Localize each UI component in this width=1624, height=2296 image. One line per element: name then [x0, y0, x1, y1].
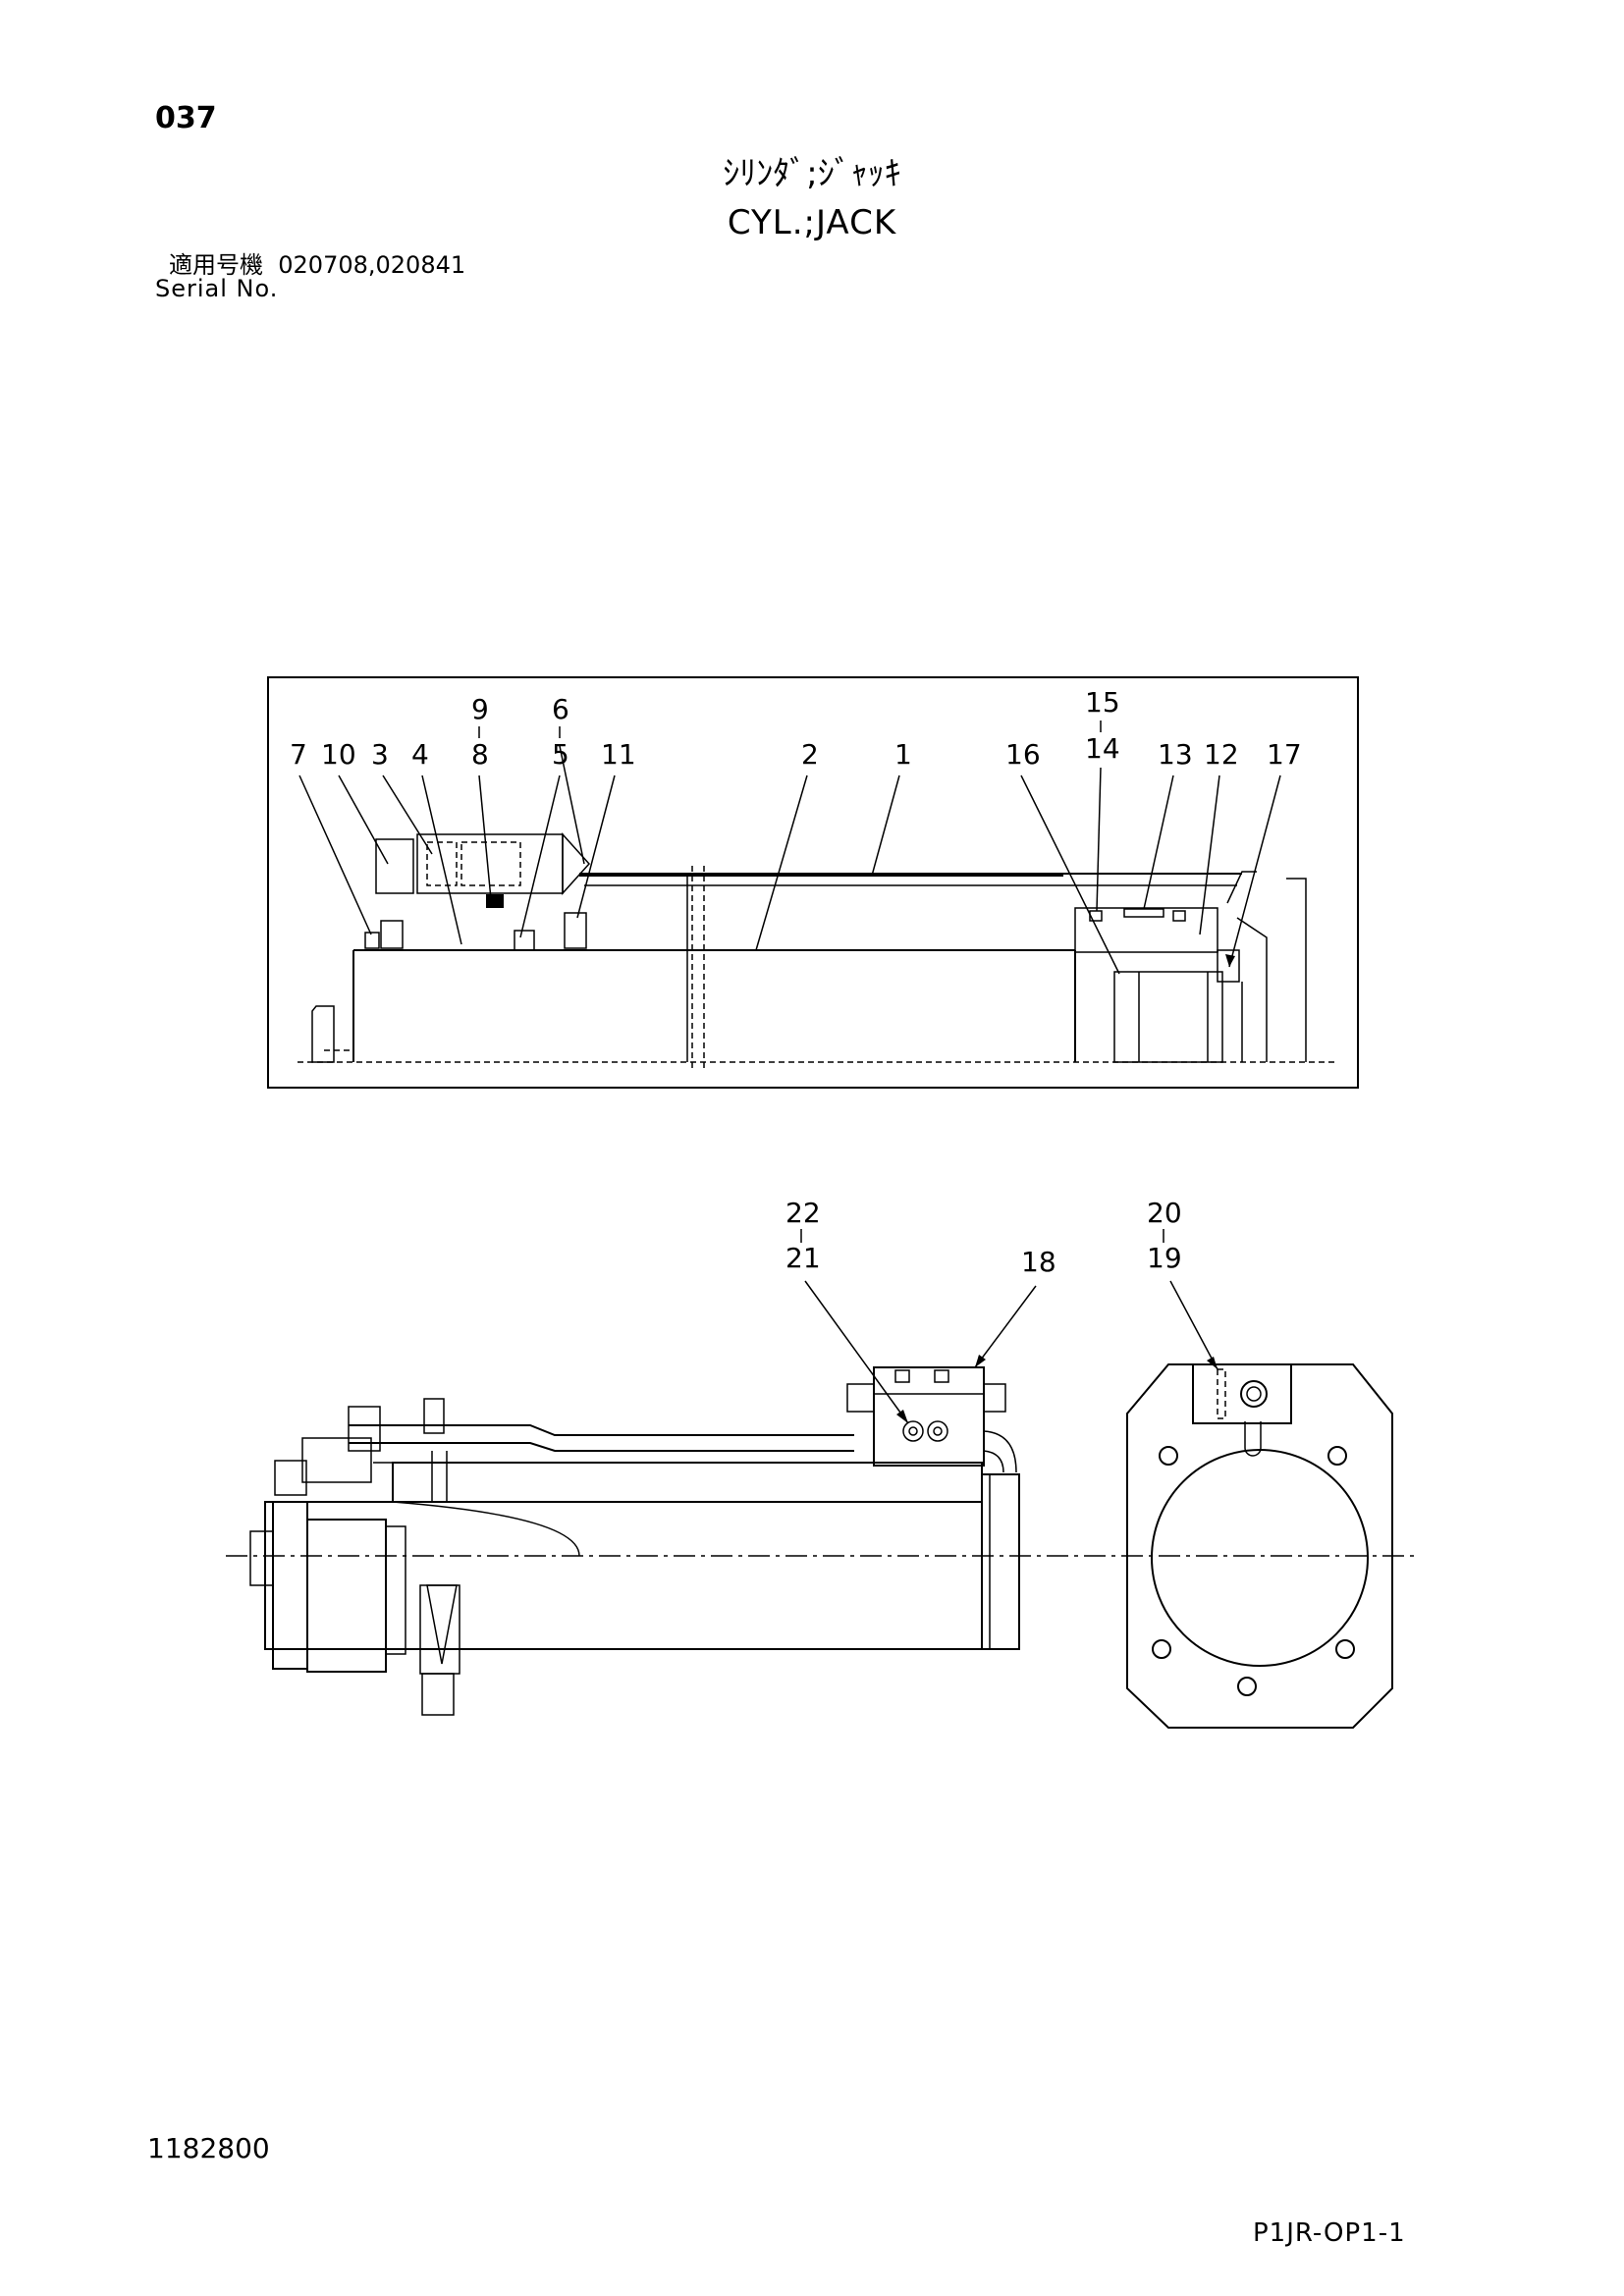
callout-3: 3: [371, 738, 389, 771]
callout-11: 11: [601, 738, 636, 771]
callout-15: 15: [1085, 686, 1120, 719]
callout-5: 5: [552, 738, 569, 771]
assembly-view: 22 21 18 20 19: [226, 1197, 1419, 1729]
callout-7: 7: [290, 738, 307, 771]
callout-19: 19: [1147, 1242, 1182, 1274]
callout-8: 8: [471, 738, 489, 771]
page-number: 037: [155, 101, 217, 135]
callout-1: 1: [894, 738, 912, 771]
title-japanese: ｼﾘﾝﾀﾞ;ｼﾞｬｯｷ: [723, 154, 901, 193]
serial-line: 適用号機 020708,020841: [169, 253, 465, 277]
section-view: 9 8 6 5 7 10 3 4 11 2 1 16 15 14 13 12 1…: [267, 676, 1359, 1089]
callout-16: 16: [1005, 738, 1041, 771]
callout-22: 22: [785, 1197, 821, 1229]
callout-4: 4: [411, 738, 429, 771]
callout-10: 10: [321, 738, 356, 771]
callout-12: 12: [1204, 738, 1239, 771]
callout-2: 2: [801, 738, 819, 771]
serial-label-en: Serial No.: [155, 275, 279, 302]
callout-17: 17: [1267, 738, 1302, 771]
callout-9: 9: [471, 693, 489, 725]
document-number: 1182800: [147, 2132, 270, 2164]
callout-6: 6: [552, 693, 569, 725]
callout-14: 14: [1085, 732, 1120, 765]
title-english: CYL.;JACK: [727, 203, 897, 242]
callout-20: 20: [1147, 1197, 1182, 1229]
callout-13: 13: [1158, 738, 1193, 771]
callout-18: 18: [1021, 1246, 1056, 1278]
page-code: P1JR-OP1-1: [1253, 2218, 1406, 2248]
section-frame: [267, 676, 1359, 1089]
serial-label-jp: 適用号機: [169, 251, 263, 279]
serial-values: 020708,020841: [278, 251, 466, 279]
callout-21: 21: [785, 1242, 821, 1274]
